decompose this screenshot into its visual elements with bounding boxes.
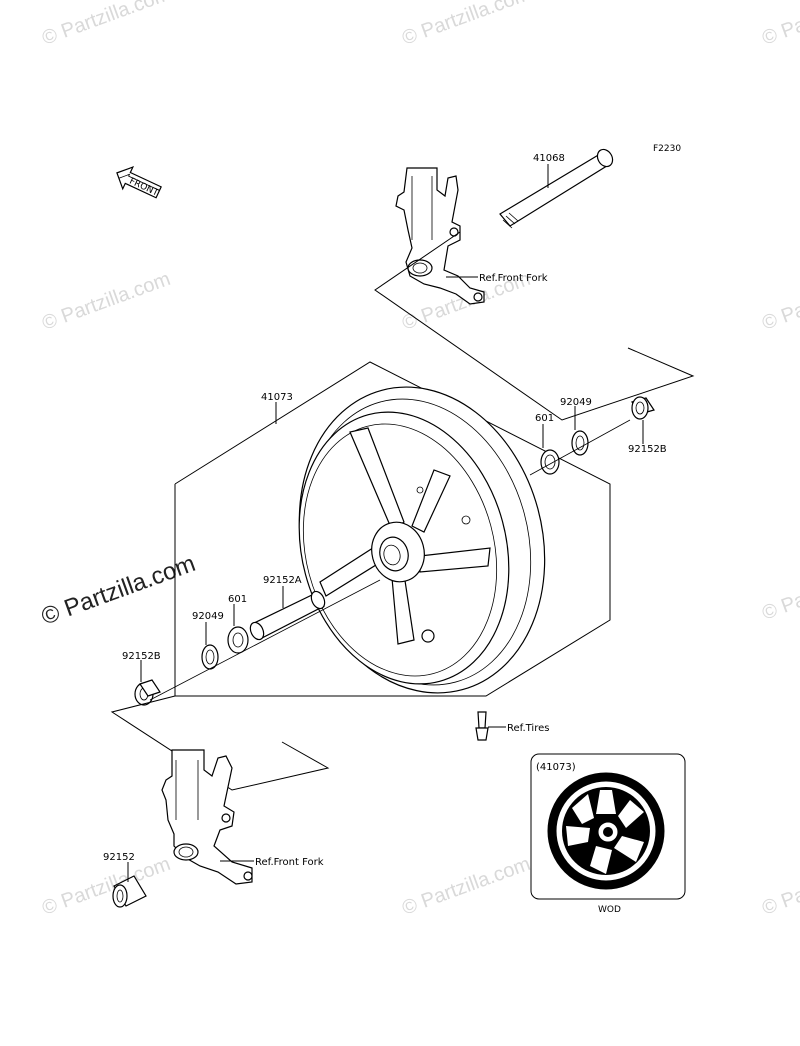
upper-fork-leg	[395, 167, 485, 305]
label-seal-right: 92049	[560, 397, 592, 408]
collar-left	[134, 679, 161, 706]
frame-upper	[374, 231, 695, 421]
watermark: © Partzilla.com	[39, 268, 173, 335]
collar-lower	[112, 875, 147, 908]
frame-lower	[110, 695, 330, 791]
label-axle: 41068	[533, 153, 565, 164]
label-collar-left: 92152B	[122, 651, 161, 662]
label-ref-tires: Ref.Tires	[507, 723, 549, 734]
seal-right	[571, 430, 589, 456]
watermark: © Partzilla.com	[39, 0, 173, 50]
label-seal-left: 92049	[192, 611, 224, 622]
diagram-code: F2230	[653, 144, 681, 154]
label-bearing-right: 601	[535, 413, 554, 424]
watermark: © Partzilla.com	[399, 853, 533, 920]
watermark: © Partzilla.com	[759, 558, 800, 625]
front-wheel	[298, 386, 546, 694]
inset-box: (41073) WOD	[530, 753, 686, 915]
label-collar-right: 92152B	[628, 444, 667, 455]
spacer	[249, 590, 326, 641]
watermark: © Partzilla.com	[399, 0, 533, 50]
label-wheel: 41073	[261, 392, 293, 403]
axle	[499, 148, 614, 229]
collar-right	[631, 396, 655, 420]
inset-part-label: (41073)	[536, 762, 576, 773]
axis-line-left	[149, 579, 381, 701]
axis-line-right	[529, 419, 631, 476]
lower-fork-leg	[161, 749, 253, 885]
label-bearing-left: 601	[228, 594, 247, 605]
watermark: © Partzilla.com	[759, 268, 800, 335]
label-ref-fork-upper: Ref.Front Fork	[479, 273, 548, 284]
label-collar-lower: 92152	[103, 852, 135, 863]
label-ref-fork-lower: Ref.Front Fork	[255, 857, 324, 868]
label-spacer: 92152A	[263, 575, 302, 586]
bearing-left	[227, 626, 249, 654]
valve-icon	[475, 711, 489, 741]
inset-caption: WOD	[598, 905, 621, 915]
watermark: © Partzilla.com	[759, 0, 800, 50]
front-arrow-icon: FRONT	[116, 166, 162, 199]
bearing-right	[540, 449, 560, 475]
inset-wheel	[547, 772, 665, 890]
watermark: © Partzilla.com	[759, 853, 800, 920]
